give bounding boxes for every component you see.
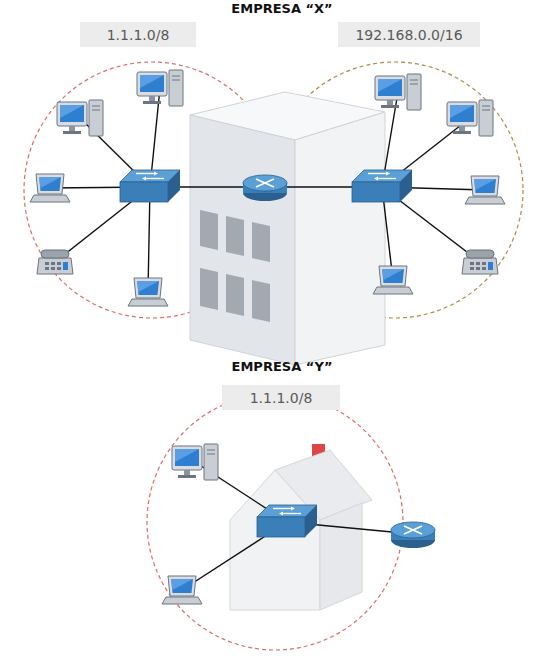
building-window [226,274,244,316]
desktop-pc [172,444,218,480]
network-address: 1.1.1.0/8 [107,27,170,43]
router [391,522,435,548]
network-switch [120,170,180,202]
desktop-pc [447,100,493,136]
address-box: 192.168.0.0/16 [338,22,480,47]
building-window [252,280,270,322]
address-box: 1.1.1.0/8 [80,22,196,47]
company-heading: EMPRESA “Y” [182,359,382,374]
laptop [465,176,505,204]
desktop-pc [375,74,421,110]
building-window [200,268,218,310]
network-switch [257,505,317,537]
desktop-pc [57,100,103,136]
building-window [200,210,218,250]
network-boundary [147,394,403,650]
laptop [128,278,168,306]
desktop-pc [137,70,183,106]
house-wall [320,503,362,610]
house-wall [230,470,320,610]
ip-phone [462,250,498,274]
office-building [190,92,385,365]
router [243,175,287,201]
cable-group [50,88,485,590]
building-window [226,216,244,256]
network-switch [352,170,412,202]
network-address: 192.168.0.0/16 [355,27,462,43]
network-address: 1.1.1.0/8 [250,390,313,406]
laptop [30,174,70,202]
company-heading: EMPRESA “X” [182,1,382,16]
house [230,444,372,610]
address-box: 1.1.1.0/8 [222,385,340,410]
building-wall [190,115,295,365]
cable [148,187,150,292]
laptop [162,576,202,604]
ip-phone [37,250,73,274]
building-window [252,222,270,262]
building-wall [295,112,385,365]
laptop [373,266,413,294]
